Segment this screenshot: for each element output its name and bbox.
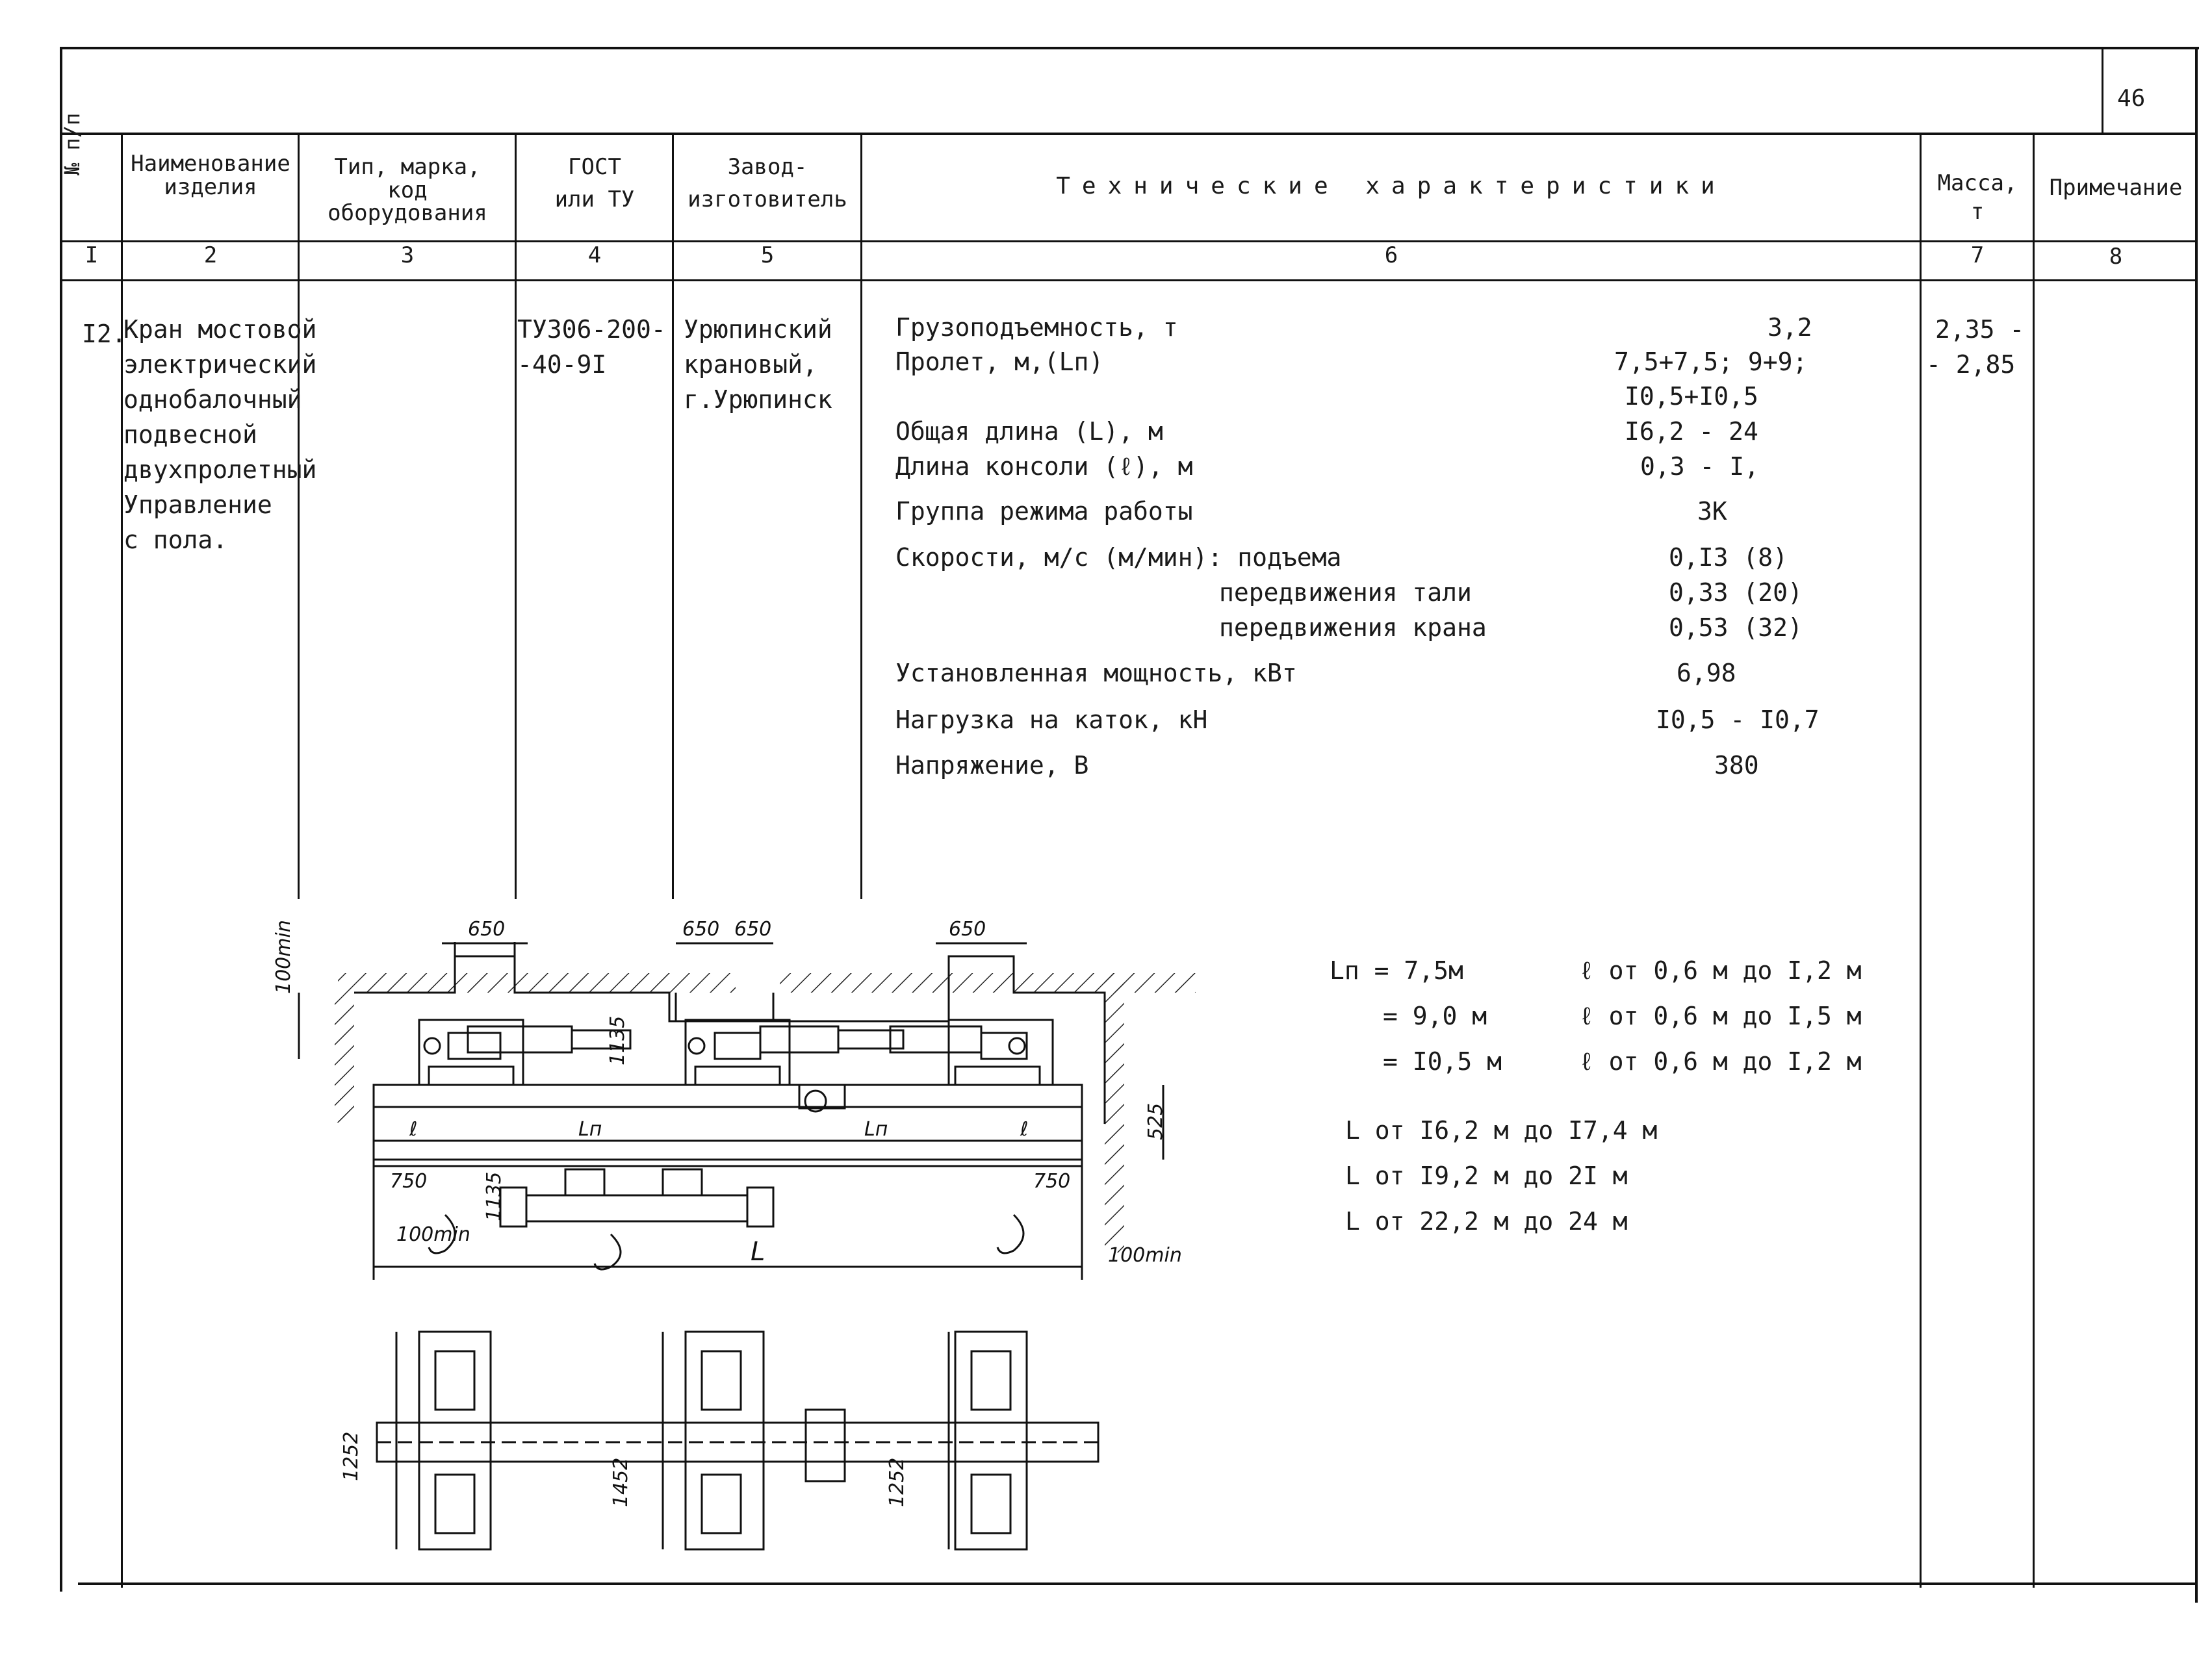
- dim-650: 650: [468, 918, 505, 941]
- dim-1135: 1135: [606, 1016, 629, 1065]
- spec-value: 0,53 (32): [1669, 613, 1803, 642]
- spec-value: 7,5+7,5; 9+9;: [1614, 348, 1808, 376]
- colnum-6: 6: [1384, 242, 1398, 268]
- spec-label: Напряжение, В: [895, 751, 1089, 780]
- spec-value: I0,5+I0,5: [1625, 382, 1758, 411]
- header-col8: Примечание: [2049, 175, 2183, 201]
- header-col6: Технические характеристики: [1056, 173, 1727, 199]
- spec-label: передвижения тали: [1219, 578, 1472, 607]
- length-note: L от I9,2 м до 2I м: [1345, 1162, 1628, 1190]
- span-note-left: Lп = 7,5м: [1330, 956, 1463, 985]
- span-note-right: ℓ от 0,6 м до I,2 м: [1579, 956, 1862, 985]
- dim-ln: Lп: [864, 1118, 888, 1141]
- dim-L: L: [751, 1237, 765, 1267]
- dim-1135: 1135: [483, 1172, 506, 1221]
- dim-ln: Lп: [578, 1118, 602, 1141]
- spec-label: Пролет, м,(Lп): [895, 348, 1104, 376]
- spec-value: 380: [1714, 751, 1759, 780]
- dim-100min: 100min: [396, 1223, 470, 1246]
- dim-1252: 1252: [340, 1432, 363, 1481]
- dim-100min: 100min: [1108, 1244, 1182, 1267]
- spec-value: I6,2 - 24: [1625, 417, 1758, 446]
- header-col1: № п/п: [60, 112, 84, 175]
- spec-value: 3,2: [1768, 313, 1812, 342]
- dim-750: 750: [390, 1170, 427, 1193]
- header-col2: Наименование изделия: [131, 151, 290, 200]
- mass: 2,35 - - 2,85: [1926, 315, 2025, 379]
- crane-elevation-drawing: 650 650 650 650 ℓ Lп Lп ℓ 750 750 100min…: [272, 918, 1196, 1280]
- dim-l: ℓ: [409, 1118, 417, 1141]
- item-name: Кран мостовой электрический однобалочный…: [123, 315, 317, 554]
- spec-value: 0,33 (20): [1669, 578, 1803, 607]
- colnum-3: 3: [400, 242, 415, 268]
- crane-plan-drawing: 1252 1452 1252: [340, 1330, 1100, 1551]
- header-col5: Завод- изготовитель: [688, 154, 847, 212]
- colnum-5: 5: [760, 242, 775, 268]
- dim-650: 650: [682, 918, 719, 941]
- colnum-1: I: [84, 242, 99, 268]
- length-note: L от 22,2 м до 24 м: [1345, 1207, 1628, 1236]
- dim-525: 525: [1144, 1103, 1167, 1140]
- colnum-2: 2: [203, 242, 218, 268]
- spec-label: Общая длина (L), м: [895, 417, 1163, 446]
- spec-label: Длина консоли (ℓ), м: [895, 452, 1193, 481]
- header-col4: ГОСТ или ТУ: [554, 154, 635, 212]
- dim-100min: 100min: [272, 920, 295, 994]
- spec-value: 3К: [1697, 497, 1727, 526]
- spec-label: Грузоподъемность, т: [895, 313, 1178, 342]
- dim-650: 650: [734, 918, 771, 941]
- manufacturer: Урюпинский крановый, г.Урюпинск: [684, 315, 832, 414]
- span-note-right: ℓ от 0,6 м до I,2 м: [1579, 1047, 1862, 1076]
- spec-label: Установленная мощность, кВт: [895, 659, 1297, 687]
- header-col3: Тип, марка, код оборудования: [328, 154, 487, 227]
- dim-650: 650: [949, 918, 986, 941]
- spec-label: Скорости, м/с (м/мин): подъема: [895, 543, 1342, 572]
- header-col7: Масса, т: [1937, 170, 2018, 225]
- spec-label: Группа режима работы: [895, 497, 1193, 526]
- colnum-8: 8: [2109, 244, 2123, 270]
- page-number: 46: [2117, 85, 2146, 112]
- spec-value: 0,3 - I,: [1640, 452, 1760, 481]
- colnum-7: 7: [1970, 242, 1985, 268]
- span-note-left: = 9,0 м: [1383, 1002, 1487, 1030]
- span-note-right: ℓ от 0,6 м до I,5 м: [1579, 1002, 1862, 1030]
- gost-tu: ТУ306-200- -40-9I: [517, 315, 666, 379]
- spec-label: Нагрузка на каток, кН: [895, 705, 1208, 734]
- spec-value: 6,98: [1677, 659, 1736, 687]
- dim-750: 750: [1033, 1170, 1070, 1193]
- spec-label: передвижения крана: [1219, 613, 1487, 642]
- spec-value: 0,I3 (8): [1669, 543, 1788, 572]
- colnum-4: 4: [587, 242, 602, 268]
- dim-1252: 1252: [886, 1458, 908, 1507]
- length-note: L от I6,2 м до I7,4 м: [1345, 1116, 1658, 1145]
- span-note-left: = I0,5 м: [1383, 1047, 1502, 1076]
- dim-1452: 1452: [610, 1458, 632, 1507]
- dim-l: ℓ: [1020, 1118, 1028, 1141]
- spec-value: I0,5 - I0,7: [1656, 705, 1820, 734]
- row-number: I2.: [82, 320, 127, 348]
